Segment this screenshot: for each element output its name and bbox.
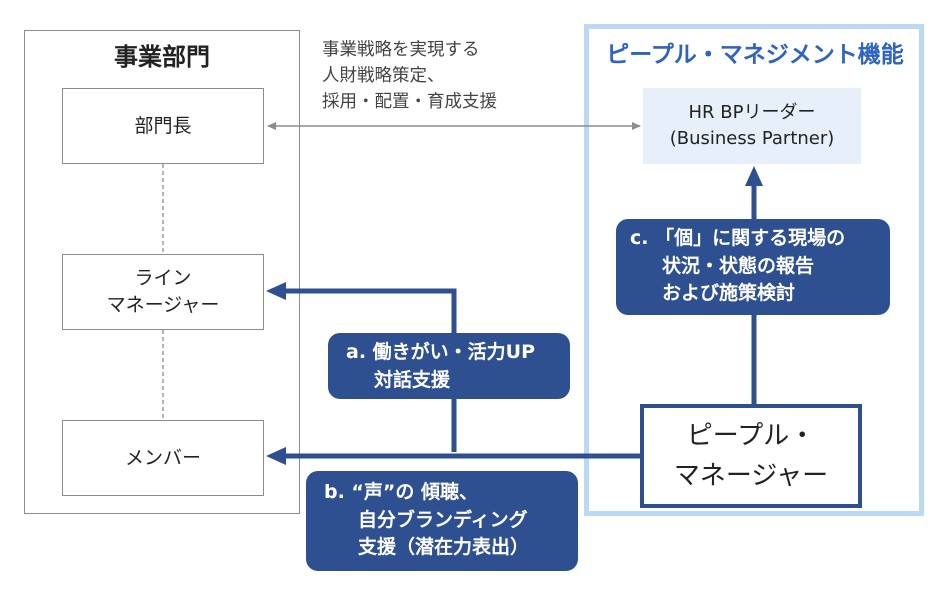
- member-box: メンバー: [62, 420, 264, 496]
- strategy-note-line2: 人財戦略策定、: [322, 65, 445, 86]
- strategy-note: 事業戦略を実現する 人財戦略策定、 採用・配置・育成支援: [322, 38, 582, 116]
- callout-b: b. “声”の 傾聴、 自分ブランディング 支援（潜在力表出）: [306, 471, 578, 571]
- member-label: メンバー: [124, 446, 201, 469]
- callout-b-line3: 支援（潜在力表出）: [358, 536, 530, 559]
- department-head-box: 部門長: [62, 88, 264, 164]
- callout-a-line1: a. 働きがい・活力UP: [346, 341, 536, 363]
- people-manager-label-line2: マネージャー: [673, 461, 829, 491]
- callout-b-line2: 自分ブランディング: [358, 508, 528, 531]
- line-manager-label-line1: ライン: [134, 267, 192, 290]
- department-title: 事業部門: [114, 42, 210, 71]
- hrbp-leader-label: HR BPリーダー: [688, 101, 816, 123]
- hrbp-leader-box: HR BPリーダー (Business Partner): [643, 88, 861, 164]
- callout-a-line2: 対話支援: [374, 368, 451, 391]
- callout-c-line2: 状況・状態の報告: [662, 254, 815, 277]
- arrow-to-member-head: [266, 447, 286, 465]
- callout-b-line1: b. “声”の 傾聴、: [324, 481, 479, 503]
- strategy-note-line3: 採用・配置・育成支援: [322, 91, 497, 112]
- arrow-to-line-manager-head: [266, 282, 286, 300]
- people-manager-box: ピープル・ マネージャー: [640, 404, 862, 508]
- callout-c-line1: c. 「個」に関する現場の: [630, 227, 846, 249]
- people-management-title: ピープル・マネジメント機能: [606, 42, 904, 68]
- callout-c: c. 「個」に関する現場の 状況・状態の報告 および施策検討: [616, 219, 890, 315]
- callout-c-line3: および施策検討: [662, 282, 796, 305]
- people-manager-label-line1: ピープル・: [686, 420, 816, 451]
- department-head-label: 部門長: [134, 114, 192, 137]
- arrow-to-hrbp-head: [745, 166, 763, 186]
- callout-a: a. 働きがい・活力UP 対話支援: [328, 333, 570, 399]
- hrbp-subtitle: (Business Partner): [669, 128, 835, 149]
- line-manager-box: ライン マネージャー: [62, 254, 264, 330]
- strategy-note-line1: 事業戦略を実現する: [322, 40, 480, 60]
- line-manager-label-line2: マネージャー: [106, 294, 220, 316]
